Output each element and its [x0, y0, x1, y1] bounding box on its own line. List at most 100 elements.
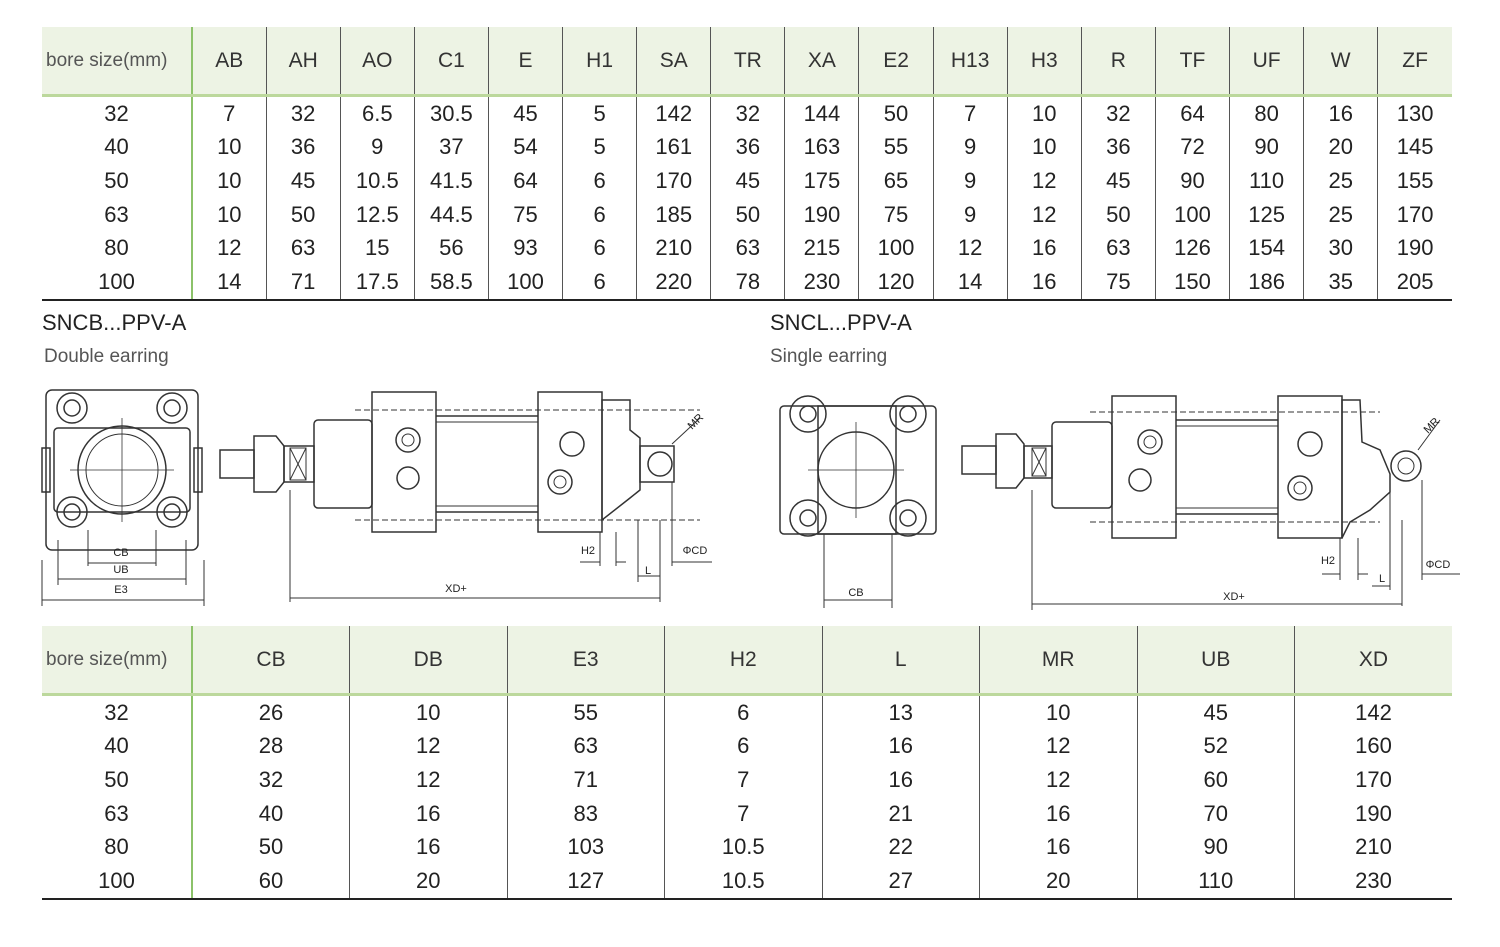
table-cell: 12.5: [339, 197, 415, 232]
table-cell: 103: [506, 830, 665, 864]
table-cell: 190: [1377, 231, 1452, 265]
table-cell: 32: [710, 95, 785, 131]
bore-size-cell: 100: [42, 264, 192, 301]
table-cell: 50: [858, 95, 934, 131]
table-cell: 45: [1080, 164, 1156, 198]
table-cell: 10: [190, 130, 267, 165]
table-cell: 13: [821, 694, 980, 730]
table-cell: 205: [1377, 264, 1452, 301]
table-cell: 36: [1080, 130, 1156, 165]
table-cell: 32: [191, 763, 350, 797]
header-xd: XD: [1294, 626, 1452, 696]
table-cell: 10: [1006, 130, 1082, 165]
table-cell: 100: [1154, 197, 1230, 232]
table-cell: 175: [784, 164, 859, 198]
table-cell: 16: [979, 796, 1137, 831]
label-mr: MR: [1422, 416, 1443, 437]
table-cell: 6: [562, 164, 637, 198]
table-cell: 5: [562, 130, 637, 165]
table-cell: 30: [1303, 231, 1378, 265]
table-cell: 36: [710, 130, 785, 165]
table-cell: 9: [932, 164, 1008, 198]
header-r: R: [1080, 27, 1156, 97]
bore-size-cell: 100: [42, 863, 192, 900]
table-cell: 190: [784, 197, 859, 232]
table-cell: 27: [821, 863, 980, 900]
header-tf: TF: [1154, 27, 1230, 97]
left-caption: Double earring: [44, 346, 169, 367]
table-cell: 12: [349, 763, 507, 797]
table-cell: 5: [562, 95, 637, 131]
table-cell: 10.5: [664, 830, 822, 864]
table-cell: 142: [636, 95, 711, 131]
header-ah: AH: [265, 27, 341, 97]
table-cell: 45: [1136, 694, 1295, 730]
table-cell: 12: [349, 729, 507, 764]
table-cell: 44.5: [413, 197, 489, 232]
table-cell: 10.5: [339, 164, 415, 198]
table-cell: 56: [413, 231, 489, 265]
table-cell: 90: [1154, 164, 1230, 198]
table-cell: 9: [932, 130, 1008, 165]
table-cell: 58.5: [413, 264, 489, 301]
table-cell: 21: [821, 796, 980, 831]
table-cell: 50: [1080, 197, 1156, 232]
header-ab: AB: [190, 27, 267, 97]
table-cell: 22: [821, 830, 980, 864]
front-view: [779, 395, 937, 608]
table-cell: 60: [1136, 763, 1295, 797]
table-cell: 160: [1294, 729, 1452, 764]
table-cell: 6: [562, 231, 637, 265]
table-cell: 50: [710, 197, 785, 232]
table-cell: 71: [265, 264, 341, 301]
table-cell: 72: [1154, 130, 1230, 165]
table-cell: 55: [506, 694, 665, 730]
table-cell: 9: [339, 130, 415, 165]
label-e3: E3: [114, 584, 127, 596]
header-h1: H1: [562, 27, 637, 97]
table-cell: 6: [562, 264, 637, 301]
table-cell: 63: [710, 231, 785, 265]
bore-size-cell: 50: [104, 766, 129, 792]
header-e: E: [487, 27, 563, 97]
table-cell: 10: [190, 197, 267, 232]
table-cell: 14: [932, 264, 1008, 301]
table-cell: 90: [1136, 830, 1295, 864]
table-cell: 45: [710, 164, 785, 198]
header-tr: TR: [710, 27, 785, 97]
table-cell: 10: [190, 164, 267, 198]
header-cb: CB: [191, 626, 350, 696]
table-cell: 16: [979, 830, 1137, 864]
table-cell: 12: [979, 729, 1137, 764]
header-bore-size: bore size(mm): [42, 27, 192, 97]
table-cell: 12: [190, 231, 267, 265]
side-view: [961, 395, 1460, 610]
table-cell: 12: [1006, 164, 1082, 198]
header-ub: UB: [1136, 626, 1295, 696]
right-caption: Single earring: [770, 346, 888, 367]
header-h3: H3: [1006, 27, 1082, 97]
table-cell: 127: [506, 863, 665, 900]
table-cell: 150: [1154, 264, 1230, 301]
table-cell: 50: [265, 197, 341, 232]
table-cell: 161: [636, 130, 711, 165]
header-ao: AO: [339, 27, 415, 97]
table-cell: 163: [784, 130, 859, 165]
header-w: W: [1303, 27, 1378, 97]
table-cell: 20: [1303, 130, 1378, 165]
bore-size-cell: 40: [104, 134, 129, 160]
table-cell: 63: [506, 729, 665, 764]
table-cell: 16: [821, 763, 980, 797]
table-cell: 110: [1136, 863, 1295, 900]
table-cell: 14: [190, 264, 267, 301]
table-cell: 93: [487, 231, 563, 265]
table-cell: 25: [1303, 197, 1378, 232]
table-cell: 110: [1229, 164, 1304, 198]
table-cell: 210: [1294, 830, 1452, 864]
